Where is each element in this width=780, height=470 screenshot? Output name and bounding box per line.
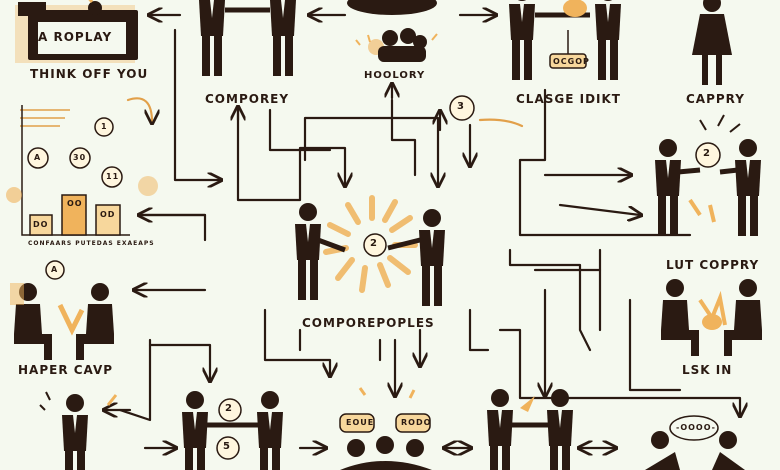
bar-label-3: OD xyxy=(100,210,116,219)
clasge-scene xyxy=(509,0,621,80)
meeting-group-top xyxy=(355,28,438,62)
badge-hub-center: 2 xyxy=(370,238,378,249)
label-hoolory: HOOLORY xyxy=(364,70,426,81)
speech-bubble-top xyxy=(347,0,437,15)
bar-chart-left xyxy=(6,105,158,236)
chart-caption: CONFAARS PUTEDAS EXAEAPS xyxy=(28,240,155,247)
seated-meeting-left xyxy=(10,283,114,360)
chart-bubble-2: 30 xyxy=(73,153,87,162)
handshake-top-group xyxy=(199,0,296,76)
label-haper-cavp: HAPER CAVP xyxy=(18,363,114,377)
label-comporey: COMPOREY xyxy=(205,92,290,106)
label-clasge-idikt: CLASGE IDIKT xyxy=(516,92,621,106)
label-cappry: CAPPRY xyxy=(686,92,745,106)
handshake-bottom-right xyxy=(487,389,573,470)
ocgop-tag: OCGOP xyxy=(553,57,590,66)
chart-bubble-4: 1 xyxy=(101,122,108,131)
discussion-right-top xyxy=(655,114,761,236)
bar-label-1: DO xyxy=(33,220,49,229)
team-bottom-center xyxy=(339,387,432,470)
connector-lines xyxy=(105,15,740,448)
speech-bottom-right xyxy=(645,415,745,470)
presenter-bottom-left xyxy=(39,391,118,470)
bar-label-2: OO xyxy=(67,199,83,208)
badge-circles xyxy=(27,95,721,460)
seated-meeting-right xyxy=(661,279,762,356)
chart-bubble-1: A xyxy=(34,153,42,162)
badge-bottom-left-lower: 5 xyxy=(223,441,231,452)
badge-left-mid: A xyxy=(51,265,59,274)
rost-bubble-text: EOUE xyxy=(346,418,375,427)
label-lut-coppry: LUT COPPRY xyxy=(666,258,760,272)
roplay-sign-text: A ROPLAY xyxy=(38,30,113,44)
ellipsis-bubble-text: -OOOO- xyxy=(676,423,716,432)
label-comporepoples: COMPOREPOPLES xyxy=(302,316,435,330)
roplay-board-scene xyxy=(15,0,138,63)
label-lsk-in: LSK IN xyxy=(682,363,733,377)
chart-bubble-3: 11 xyxy=(106,172,120,181)
badge-bottom-left: 2 xyxy=(225,403,233,414)
rodo-bubble-text: RODO xyxy=(401,418,432,427)
cappry-figure xyxy=(692,0,732,85)
handshake-bottom-left xyxy=(182,391,283,470)
badge-right-top: 2 xyxy=(703,148,711,159)
badge-top-center: 3 xyxy=(457,101,465,112)
label-think-off-you: THINK OFF YOU xyxy=(30,67,149,81)
central-handshake-hub xyxy=(295,195,445,306)
